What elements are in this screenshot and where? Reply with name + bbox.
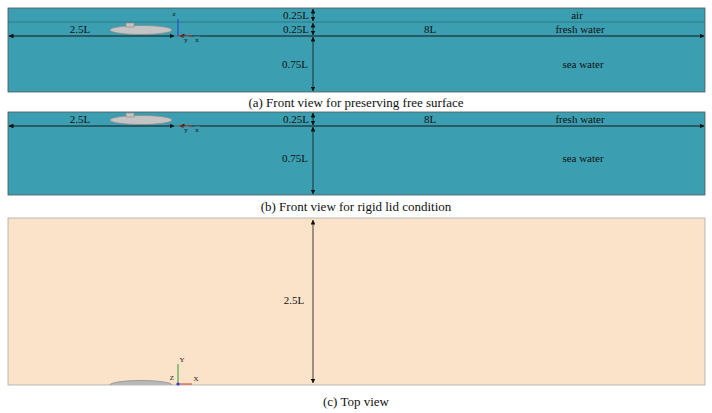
region-label: sea water [562,59,603,70]
dimension: 2.5L [70,24,90,35]
axis-label: y [183,127,189,134]
axis-triad [176,364,192,386]
domain-front-rigid-lid [8,112,705,195]
submarine [110,113,172,125]
domain-front-free-surface [8,8,705,92]
dimension: 0.75L [282,59,308,70]
dimension: 2.5L [70,114,90,125]
fluid-domain-panel: air fresh water sea water [8,8,705,92]
caption: (a) Front view for preserving free surfa… [248,96,463,109]
caption: (c) Top view [323,395,389,408]
submarine [110,381,172,386]
region-label: fresh water [555,114,604,125]
region-label: air [571,10,583,21]
region-label: sea water [562,153,603,164]
axis-label: y [183,37,189,44]
axis-label: Y [179,357,184,364]
domain-top-view [8,218,705,385]
region-label: fresh water [555,24,604,35]
dimension: 0.25L [283,24,309,35]
fluid-domain-panel: fresh water sea water [8,112,705,195]
caption: (b) Front view for rigid lid condition [261,200,452,213]
dimension: 8L [424,114,436,125]
dimension: 0.25L [283,114,309,125]
axis-label: X [193,376,198,383]
axis-label: Z [170,375,174,382]
dimension: 0.25L [283,10,309,21]
axis-label: x [194,37,200,44]
dimension: 0.75L [282,153,308,164]
submarine [110,23,172,35]
dimension: 2.5L [283,295,305,306]
axis-label: x [194,127,200,134]
axis-label: z [171,11,176,18]
axis-triad [178,19,192,36]
dimension: 8L [424,24,436,35]
